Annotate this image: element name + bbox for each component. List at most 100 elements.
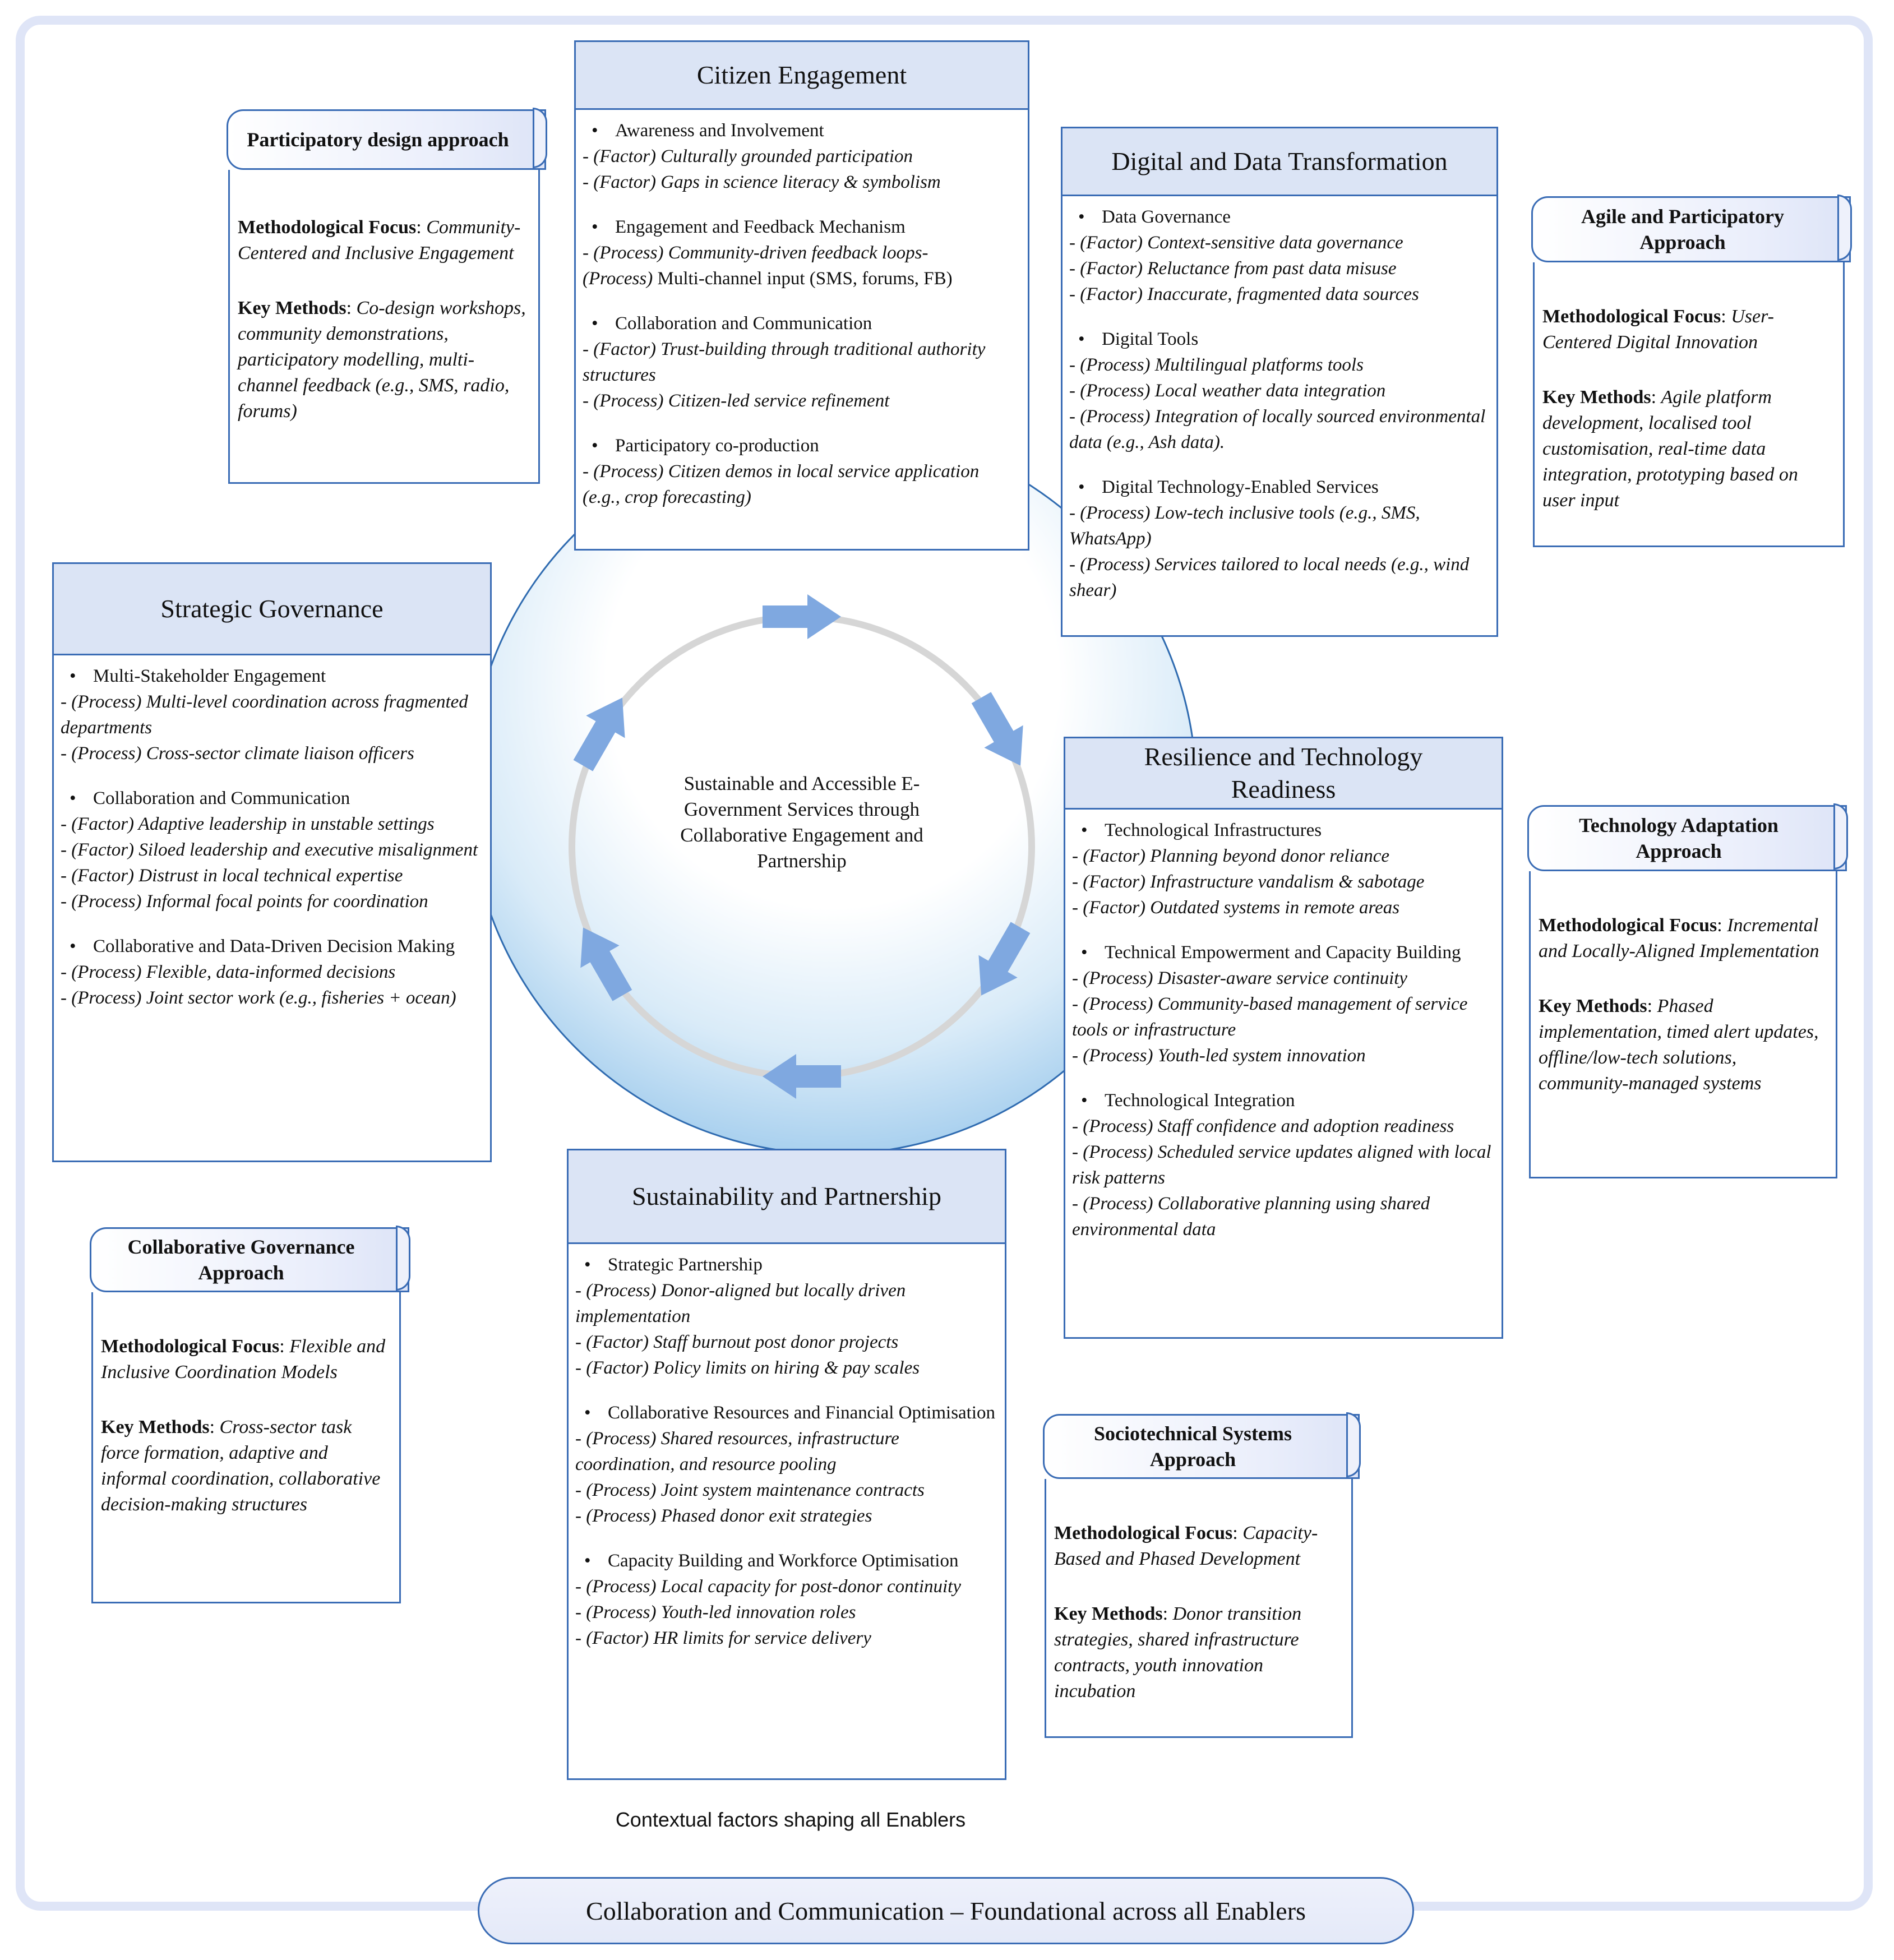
section-line: - (Factor) Infrastructure vandalism & sa…	[1072, 869, 1494, 895]
focus-label: Methodological Focus	[101, 1336, 280, 1357]
scroll-curl	[1837, 195, 1852, 261]
section-category: Collaboration and Communication	[61, 785, 482, 811]
methods-label: Key Methods	[1054, 1603, 1163, 1624]
section-line: - (Process) Scheduled service updates al…	[1072, 1139, 1494, 1191]
section-line: - (Factor) Distrust in local technical e…	[61, 863, 482, 889]
section-item: - (Factor) Reluctance from past data mis…	[1069, 258, 1397, 279]
approach-title: Agile and Participatory Approach	[1531, 196, 1851, 262]
cycle-arrow-2	[971, 692, 1023, 766]
section-item: - (Process) Community-driven feedback lo…	[583, 243, 928, 263]
section-line: - (Factor) Siloed leadership and executi…	[61, 837, 482, 863]
enabler-title: Digital and Data Transformation	[1063, 128, 1496, 196]
section-category: Participatory co-production	[583, 433, 1020, 459]
enabler-strategic-governance: Strategic Governance Multi-Stakeholder E…	[52, 562, 492, 1162]
focus-text: User-Centered Digital Innovation	[1542, 306, 1774, 353]
enabler-resilience-tech: Resilience and Technology Readiness Tech…	[1064, 737, 1503, 1339]
section-line: - (Factor) Reluctance from past data mis…	[1069, 256, 1489, 281]
focus-label: Methodological Focus	[1054, 1523, 1233, 1543]
enabler-section: Technological Infrastructures- (Factor) …	[1072, 817, 1494, 921]
section-line: - (Process) Local weather data integrati…	[1069, 378, 1489, 404]
section-category: Awareness and Involvement	[583, 118, 1020, 144]
key-methods: Key Methods: Donor transition strategies…	[1054, 1603, 1302, 1702]
focus-label: Methodological Focus	[1542, 306, 1721, 327]
section-item: - (Process) Citizen-led service refineme…	[583, 391, 890, 411]
methods-text: Donor transition strategies, shared infr…	[1054, 1603, 1302, 1702]
approach-panel: Methodological Focus: Community-Centered…	[228, 170, 540, 484]
section-category: Technical Empowerment and Capacity Build…	[1072, 940, 1494, 965]
section-item: (Process)	[583, 269, 653, 289]
section-item: - (Process) Integration of locally sourc…	[1069, 406, 1486, 452]
cycle-arrow-6	[573, 697, 625, 771]
focus-label: Methodological Focus	[1539, 915, 1717, 936]
section-category: Collaborative and Data-Driven Decision M…	[61, 933, 482, 959]
enabler-section: Collaboration and Communication - (Factor…	[61, 785, 482, 914]
enabler-section: Awareness and Involvement- (Factor) Cult…	[583, 118, 1020, 195]
section-line: - (Process) Phased donor exit strategies	[575, 1503, 997, 1529]
approach-agile-participatory: Agile and Participatory Approach Methodo…	[1531, 195, 1852, 547]
approach-panel: Methodological Focus: User-Centered Digi…	[1533, 262, 1845, 547]
focus-label: Methodological Focus	[238, 217, 417, 238]
section-line: - (Process) Joint sector work (e.g., fis…	[61, 985, 482, 1011]
section-category: Collaboration and Communication	[583, 311, 1020, 336]
approach-collaborative-governance: Collaborative Governance Approach Method…	[90, 1226, 410, 1603]
section-line: - (Process) Integration of locally sourc…	[1069, 404, 1489, 455]
section-line: - (Process) Collaborative planning using…	[1072, 1191, 1494, 1242]
section-item: - (Factor) Outdated systems in remote ar…	[1072, 898, 1400, 918]
section-item: - (Factor) Culturally grounded participa…	[583, 146, 913, 167]
section-line: - (Process) Youth-led innovation roles	[575, 1600, 997, 1625]
methods-label: Key Methods	[238, 298, 347, 318]
approach-technology-adaptation: Technology Adaptation Approach Methodolo…	[1527, 803, 1848, 1178]
key-methods: Key Methods: Cross-sector task force for…	[101, 1417, 381, 1515]
section-item: - (Process) Community-based management o…	[1072, 994, 1468, 1040]
section-line: - (Process) Multi-level coordination acr…	[61, 689, 482, 741]
key-methods: Key Methods: Phased implementation, time…	[1539, 996, 1819, 1094]
focus-text: Capacity-Based and Phased Development	[1054, 1523, 1318, 1569]
enabler-section: Collaborative and Data-Driven Decision M…	[61, 933, 482, 1011]
section-item: - (Factor) Trust-building through tradit…	[583, 339, 986, 385]
section-category: Data Governance	[1069, 204, 1489, 230]
methods-text: Agile platform development, localised to…	[1542, 387, 1798, 511]
cycle-arrow-1	[763, 594, 841, 639]
section-line: - (Factor) Inaccurate, fragmented data s…	[1069, 281, 1489, 307]
section-item: - (Process) Cross-sector climate liaison…	[61, 743, 414, 764]
section-item: - (Factor) Context-sensitive data govern…	[1069, 233, 1403, 253]
enabler-title: Resilience and Technology Readiness	[1065, 738, 1502, 810]
section-item: - (Factor) Gaps in science literacy & sy…	[583, 172, 941, 192]
section-line: - (Factor) HR limits for service deliver…	[575, 1625, 997, 1651]
enabler-section: Technical Empowerment and Capacity Build…	[1072, 940, 1494, 1069]
focus-text: Incremental and Locally-Aligned Implemen…	[1539, 915, 1819, 961]
enabler-body: Technological Infrastructures- (Factor) …	[1065, 810, 1502, 1248]
scroll-curl	[1346, 1412, 1361, 1477]
enabler-section: Technological Integration- (Process) Sta…	[1072, 1088, 1494, 1242]
methods-text: Phased implementation, timed alert updat…	[1539, 996, 1819, 1094]
section-item: - (Process) Low-tech inclusive tools (e.…	[1069, 503, 1420, 549]
section-line: - (Process) Youth-led system innovation	[1072, 1043, 1494, 1069]
enabler-section: Capacity Building and Workforce Optimisa…	[575, 1548, 997, 1651]
enabler-section: Multi-Stakeholder Engagement- (Process) …	[61, 663, 482, 766]
section-line: - (Process) Community-driven feedback lo…	[583, 240, 1020, 266]
methods-label: Key Methods	[1539, 996, 1647, 1016]
section-line: - (Process) Low-tech inclusive tools (e.…	[1069, 500, 1489, 552]
cycle-arrows	[573, 594, 1031, 1099]
section-item: - (Process) Collaborative planning using…	[1072, 1194, 1430, 1240]
cycle-arrow-4	[763, 1054, 841, 1099]
section-line: - (Factor) Policy limits on hiring & pay…	[575, 1355, 997, 1381]
focus-text: Community-Centered and Inclusive Engagem…	[238, 217, 521, 264]
section-line: - (Process) Donor-aligned but locally dr…	[575, 1278, 997, 1329]
section-line: - (Process) Cross-sector climate liaison…	[61, 741, 482, 766]
methodological-focus: Methodological Focus: Flexible and Inclu…	[101, 1336, 386, 1383]
enabler-citizen-engagement: Citizen Engagement Awareness and Involve…	[574, 40, 1029, 551]
section-line: - (Process) Flexible, data-informed deci…	[61, 959, 482, 985]
section-item: - (Factor) HR limits for service deliver…	[575, 1628, 871, 1648]
section-item: Multi-channel input (SMS, forums, FB)	[653, 269, 953, 289]
methodological-focus: Methodological Focus: Community-Centered…	[238, 217, 521, 264]
enabler-section: Data Governance - (Factor) Context-sensit…	[1069, 204, 1489, 307]
methodological-focus: Methodological Focus: Capacity-Based and…	[1054, 1523, 1318, 1569]
enabler-body: Awareness and Involvement- (Factor) Cult…	[576, 110, 1028, 516]
section-item: - (Process) Multilingual platforms tools	[1069, 355, 1364, 375]
section-item: - (Process) Scheduled service updates al…	[1072, 1142, 1491, 1188]
section-item: - (Process) Phased donor exit strategies	[575, 1506, 872, 1526]
enabler-section: Participatory co-production- (Process) C…	[583, 433, 1020, 510]
section-line: - (Process) Citizen demos in local servi…	[583, 459, 1020, 510]
